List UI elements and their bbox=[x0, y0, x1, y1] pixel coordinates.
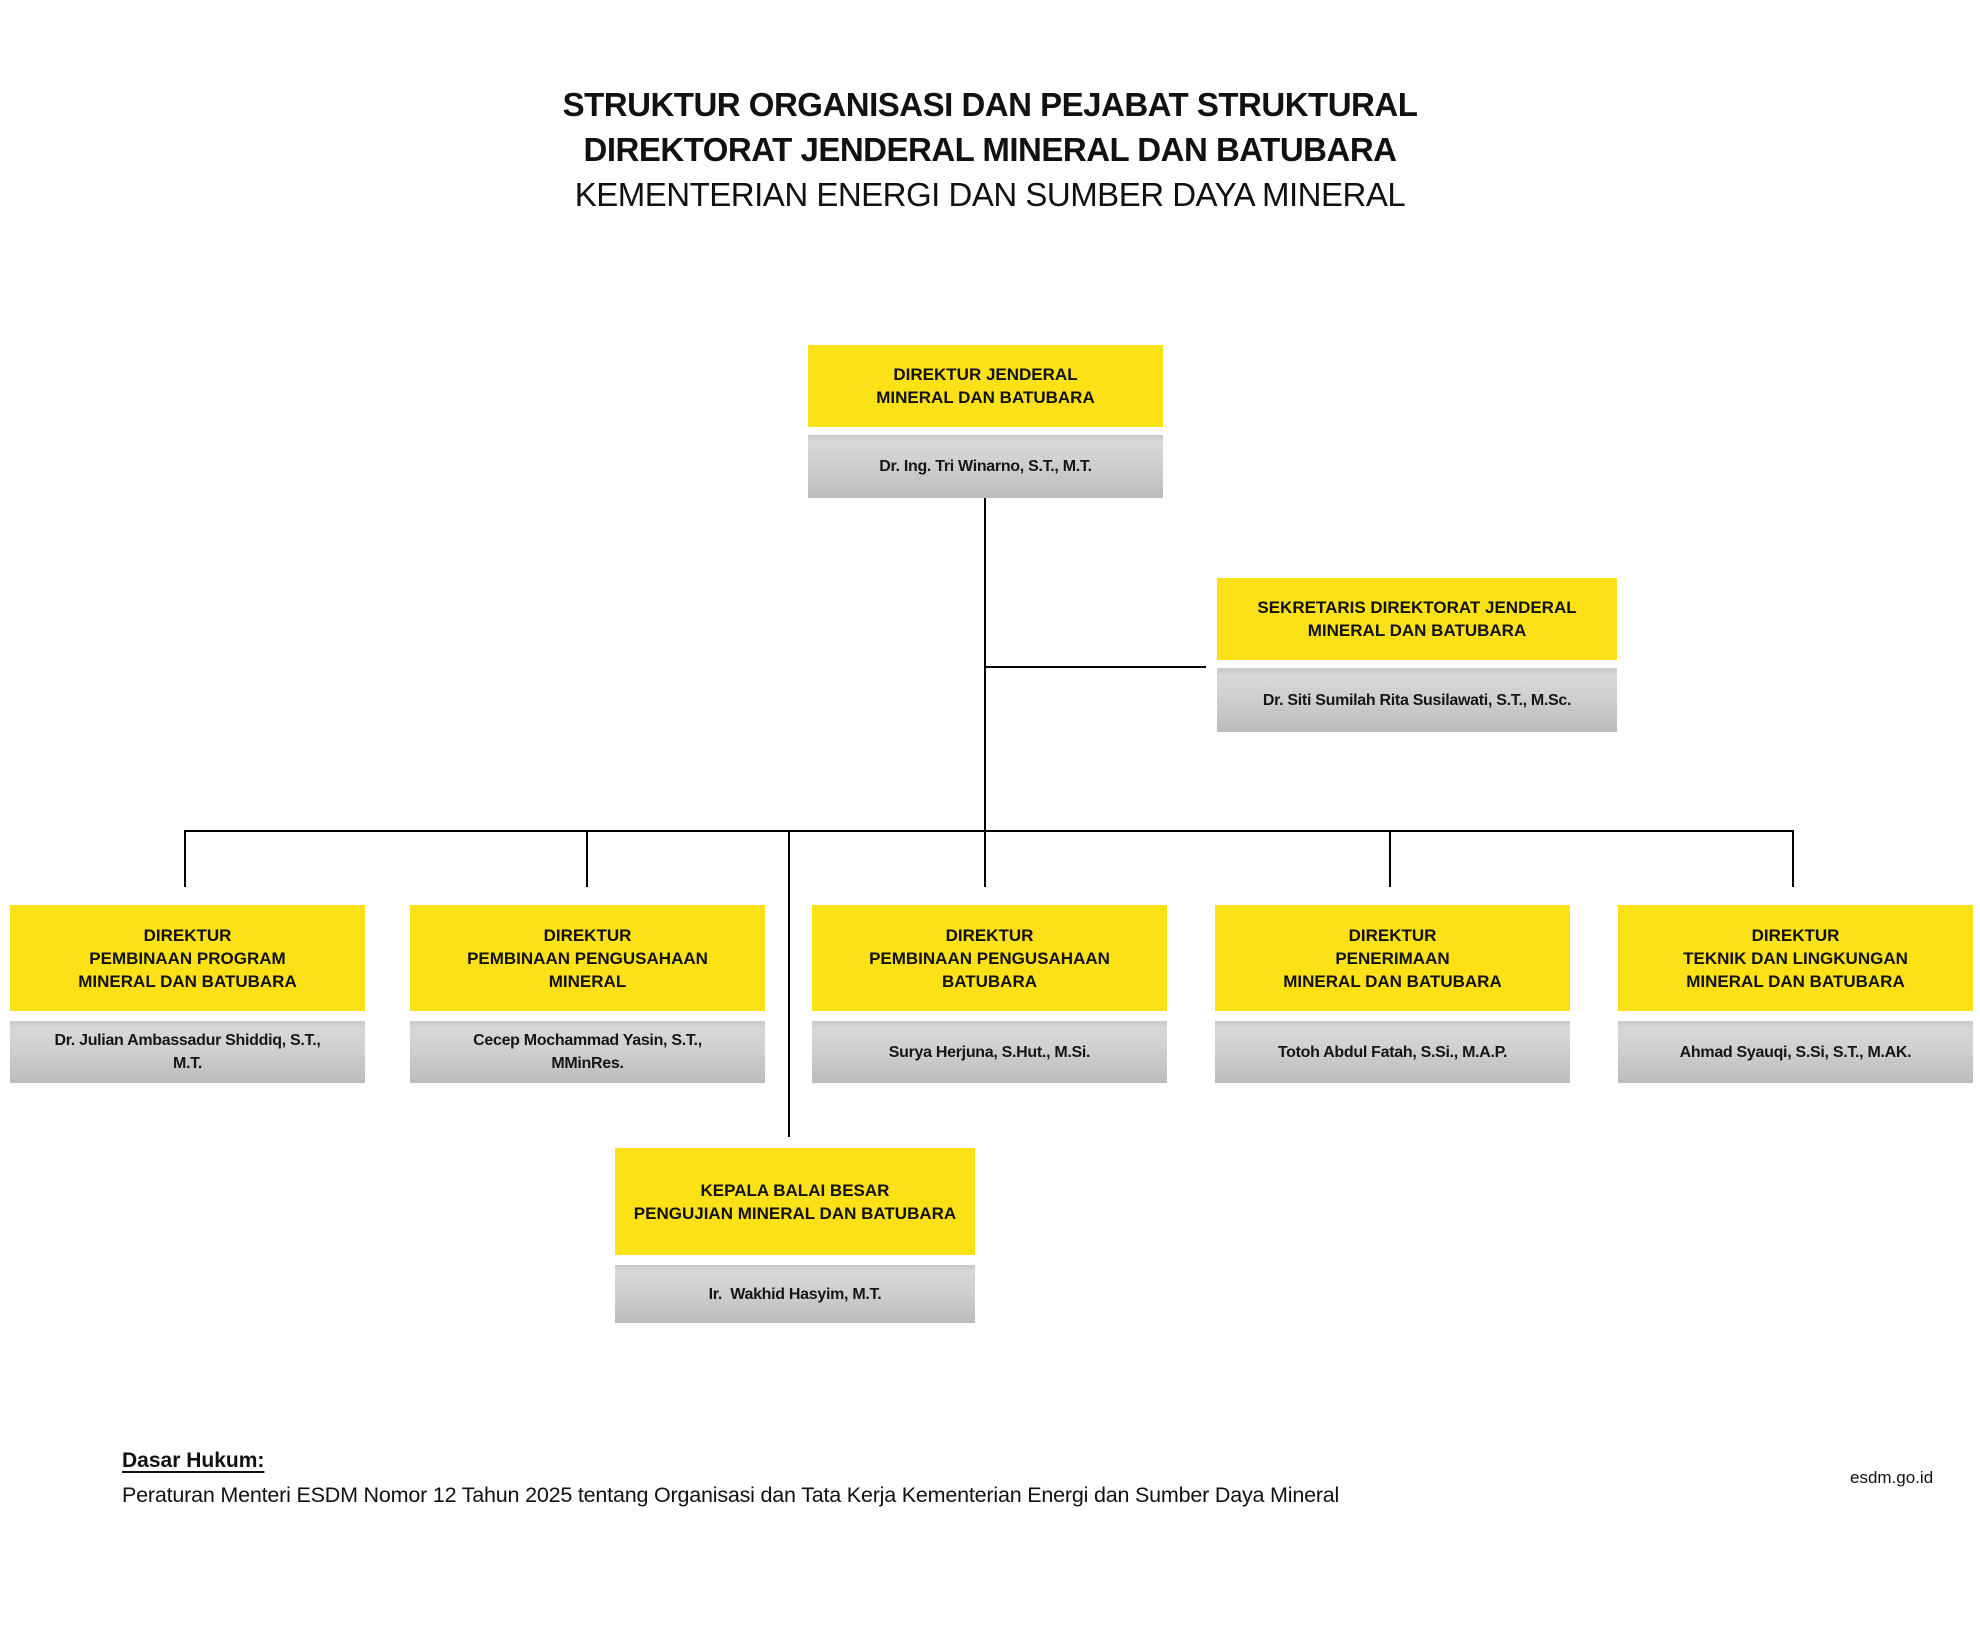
connector-drop-dir-pengusahaan-mineral bbox=[586, 832, 588, 887]
dasar-hukum-text: Peraturan Menteri ESDM Nomor 12 Tahun 20… bbox=[122, 1483, 1340, 1507]
sekretaris-ditjen-position-box: SEKRETARIS DIREKTORAT JENDERAL MINERAL D… bbox=[1217, 578, 1617, 660]
direktur-penerimaan-name-box: Totoh Abdul Fatah, S.Si., M.A.P. bbox=[1215, 1021, 1570, 1083]
direktur-pengusahaan-mineral-position-box: DIREKTUR PEMBINAAN PENGUSAHAAN MINERAL bbox=[410, 905, 765, 1011]
direktur-pengusahaan-batubara-name-box: Surya Herjuna, S.Hut., M.Si. bbox=[812, 1021, 1167, 1083]
page-title-line-3: KEMENTERIAN ENERGI DAN SUMBER DAYA MINER… bbox=[574, 176, 1406, 213]
node-sekretaris-ditjen: SEKRETARIS DIREKTORAT JENDERAL MINERAL D… bbox=[1217, 578, 1617, 732]
direktur-penerimaan-position-box: DIREKTUR PENERIMAAN MINERAL DAN BATUBARA bbox=[1215, 905, 1570, 1011]
connector-drop-dir-penerimaan bbox=[1389, 832, 1391, 887]
direktur-teknik-lingkungan-position-box: DIREKTUR TEKNIK DAN LINGKUNGAN MINERAL D… bbox=[1618, 905, 1973, 1011]
dasar-hukum-label: Dasar Hukum: bbox=[122, 1449, 265, 1472]
connector-distribution-bar bbox=[184, 830, 1794, 832]
connector-drop-kepala-balai bbox=[788, 832, 790, 1137]
connector-drop-dir-teknik bbox=[1792, 832, 1794, 887]
node-direktur-pembinaan-program: DIREKTUR PEMBINAAN PROGRAM MINERAL DAN B… bbox=[10, 905, 365, 1083]
direktur-pembinaan-program-name-box: Dr. Julian Ambassadur Shiddiq, S.T., M.T… bbox=[10, 1021, 365, 1083]
node-direktur-jenderal: DIREKTUR JENDERAL MINERAL DAN BATUBARA D… bbox=[808, 345, 1163, 498]
connector-trunk-vertical bbox=[984, 498, 986, 831]
direktur-teknik-lingkungan-name-box: Ahmad Syauqi, S.Si, S.T., M.AK. bbox=[1618, 1021, 1973, 1083]
node-direktur-pengusahaan-batubara: DIREKTUR PEMBINAAN PENGUSAHAAN BATUBARA … bbox=[812, 905, 1167, 1083]
direktur-pembinaan-program-position-box: DIREKTUR PEMBINAAN PROGRAM MINERAL DAN B… bbox=[10, 905, 365, 1011]
connector-branch-sekretaris bbox=[984, 666, 1206, 668]
page-title-line-1: STRUKTUR ORGANISASI DAN PEJABAT STRUKTUR… bbox=[562, 86, 1418, 123]
connector-drop-dir-program bbox=[184, 832, 186, 887]
direktur-jenderal-name-box: Dr. Ing. Tri Winarno, S.T., M.T. bbox=[808, 435, 1163, 498]
sekretaris-ditjen-name-box: Dr. Siti Sumilah Rita Susilawati, S.T., … bbox=[1217, 668, 1617, 732]
direktur-pengusahaan-batubara-position-box: DIREKTUR PEMBINAAN PENGUSAHAAN BATUBARA bbox=[812, 905, 1167, 1011]
esdm-website-text: esdm.go.id bbox=[1850, 1468, 1934, 1487]
direktur-jenderal-position-box: DIREKTUR JENDERAL MINERAL DAN BATUBARA bbox=[808, 345, 1163, 427]
node-kepala-balai-besar: KEPALA BALAI BESAR PENGUJIAN MINERAL DAN… bbox=[615, 1148, 975, 1323]
kepala-balai-besar-name-box: Ir. Wakhid Hasyim, M.T. bbox=[615, 1265, 975, 1323]
node-direktur-pengusahaan-mineral: DIREKTUR PEMBINAAN PENGUSAHAAN MINERAL C… bbox=[410, 905, 765, 1083]
node-direktur-teknik-lingkungan: DIREKTUR TEKNIK DAN LINGKUNGAN MINERAL D… bbox=[1618, 905, 1973, 1083]
direktur-pengusahaan-mineral-name-box: Cecep Mochammad Yasin, S.T., MMinRes. bbox=[410, 1021, 765, 1083]
page-title-line-2: DIREKTORAT JENDERAL MINERAL DAN BATUBARA bbox=[583, 131, 1397, 168]
connector-drop-dir-pengusahaan-batubara bbox=[984, 832, 986, 887]
kepala-balai-besar-position-box: KEPALA BALAI BESAR PENGUJIAN MINERAL DAN… bbox=[615, 1148, 975, 1255]
page-title: STRUKTUR ORGANISASI DAN PEJABAT STRUKTUR… bbox=[0, 82, 1980, 217]
node-direktur-penerimaan: DIREKTUR PENERIMAAN MINERAL DAN BATUBARA… bbox=[1215, 905, 1570, 1083]
